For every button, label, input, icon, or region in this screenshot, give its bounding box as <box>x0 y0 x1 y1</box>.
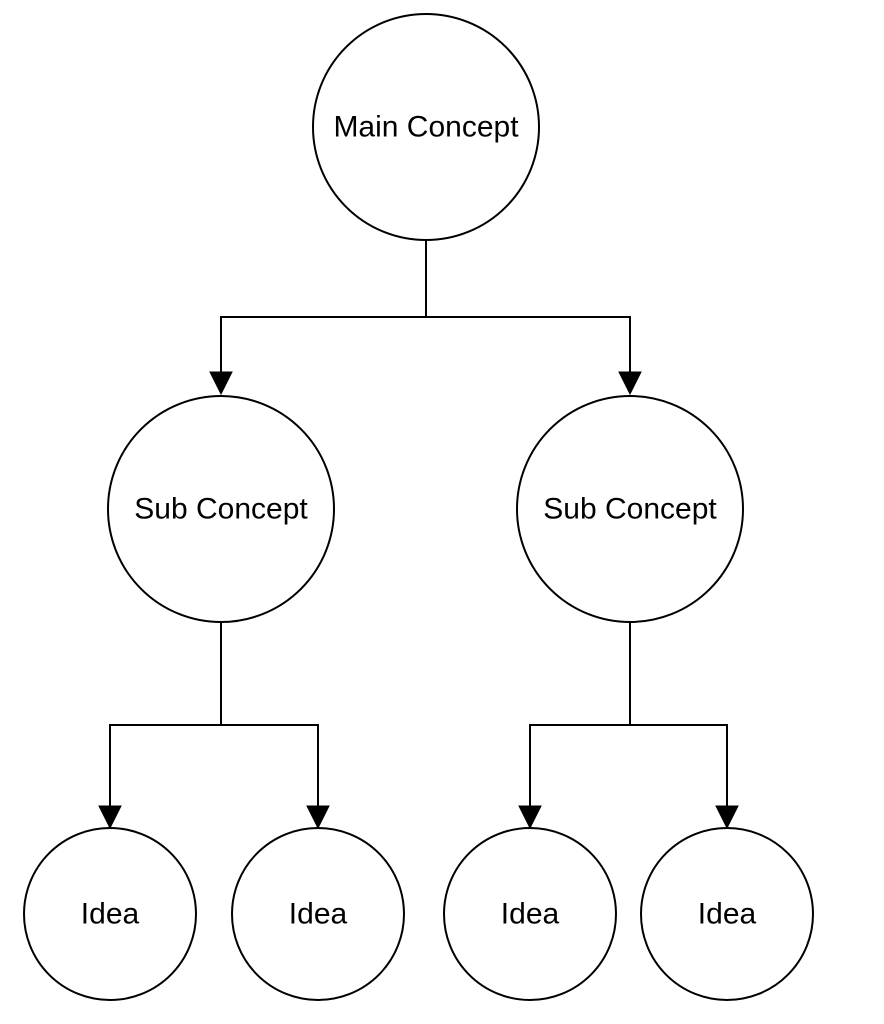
idea-label-2: Idea <box>289 898 348 931</box>
sub-concept-node-right[interactable]: Sub Concept <box>516 395 744 623</box>
main-concept-label: Main Concept <box>333 111 519 144</box>
idea-node-1[interactable]: Idea <box>23 827 197 1001</box>
connector-left-sub-to-ideas <box>98 622 330 830</box>
connector-right-sub-to-ideas <box>518 622 739 830</box>
idea-label-3: Idea <box>501 898 560 931</box>
sub-concept-label-right: Sub Concept <box>543 493 717 526</box>
sub-concept-node-left[interactable]: Sub Concept <box>107 395 335 623</box>
idea-node-3[interactable]: Idea <box>443 827 617 1001</box>
main-concept-node[interactable]: Main Concept <box>312 13 540 241</box>
idea-node-4[interactable]: Idea <box>640 827 814 1001</box>
sub-concept-label-left: Sub Concept <box>134 493 308 526</box>
idea-label-1: Idea <box>81 898 140 931</box>
idea-node-2[interactable]: Idea <box>231 827 405 1001</box>
idea-label-4: Idea <box>698 898 757 931</box>
connector-main-to-subs <box>209 240 642 396</box>
